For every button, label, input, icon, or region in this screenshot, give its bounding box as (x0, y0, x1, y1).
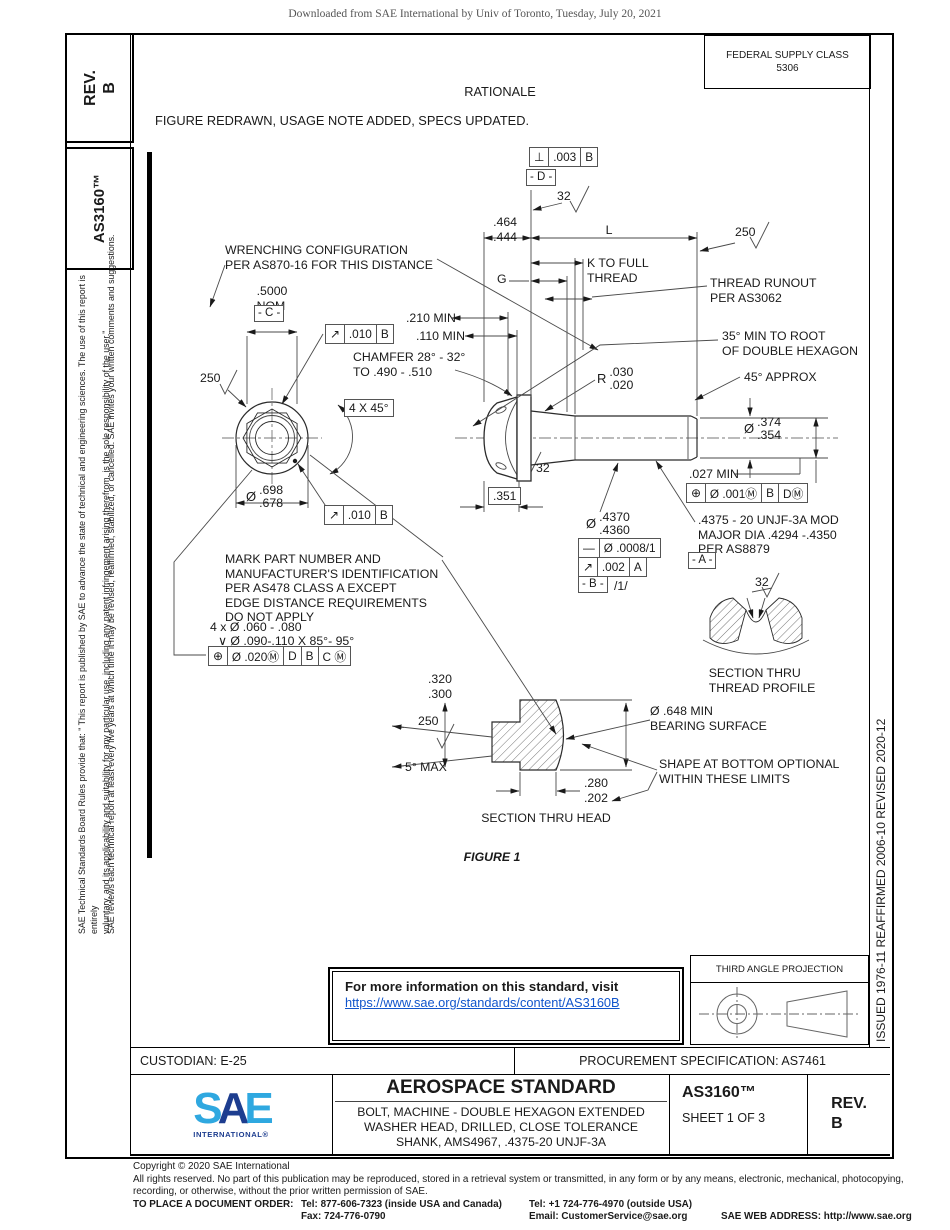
left-column-divider (130, 33, 131, 1155)
figure-label: ∨ Ø .090-.110 X 85°- 95° (218, 634, 355, 648)
figure-label: 5° MAX (405, 760, 447, 774)
tel-inside: Tel: 877-606-7323 (inside USA and Canada… (301, 1198, 502, 1210)
projection-symbol-icon (699, 987, 861, 1041)
figure-label: 35° MIN TO ROOT OF DOUBLE HEXAGON (722, 329, 858, 358)
logo-letter-s: S (193, 1084, 222, 1133)
doc-number-box: AS3160™ (65, 147, 134, 270)
figure-label: /1/ (614, 579, 628, 593)
logo-letter-a: A (217, 1084, 250, 1133)
figure-label: THREAD RUNOUT PER AS3062 (710, 276, 817, 305)
email-address: Email: CustomerService@sae.org (529, 1211, 688, 1223)
figure-annotations: WRENCHING CONFIGURATION PER AS870-16 FOR… (200, 147, 858, 864)
figure-label: 32 (536, 461, 550, 475)
tel-outside: Tel: +1 724-776-4970 (outside USA) (529, 1198, 693, 1210)
datum-flag: - C - (254, 305, 285, 322)
rights-line-2: recording, or otherwise, without the pri… (133, 1186, 428, 1198)
figure-label: Ø .648 MIN BEARING SURFACE (650, 704, 767, 733)
info-box-text: For more information on this standard, v… (345, 979, 619, 994)
figure-label: L (605, 223, 613, 237)
stacked-dimension: R.030 .020 (597, 365, 634, 392)
download-note: Downloaded from SAE International by Uni… (288, 8, 662, 20)
stacked-dimension: Ø.698 .678 (246, 483, 284, 510)
change-bar (147, 152, 152, 858)
rev-cell: REV. B (831, 1095, 867, 1132)
sheet-number: SHEET 1 OF 3 (682, 1111, 766, 1125)
figure-label: 250 (735, 225, 756, 239)
rationale-text: FIGURE REDRAWN, USAGE NOTE ADDED, SPECS … (155, 113, 530, 128)
doc-title-lines: BOLT, MACHINE - DOUBLE HEXAGON EXTENDED … (357, 1105, 645, 1150)
fax-number: Fax: 724-776-0790 (301, 1211, 386, 1223)
figure-label: K TO FULL THREAD (587, 256, 649, 285)
doc-type-title: AEROSPACE STANDARD (335, 1077, 667, 1102)
figure-label: 250 (200, 371, 221, 385)
boxed-dimension: .351 (488, 487, 522, 505)
custodian-row: CUSTODIAN: E-25 PROCUREMENT SPECIFICATIO… (130, 1047, 890, 1075)
figure-label: .210 MIN (406, 311, 456, 325)
figure-label: 250 (418, 714, 439, 728)
order-label: TO PLACE A DOCUMENT ORDER: (133, 1198, 294, 1210)
figure-label: 32 (755, 575, 769, 589)
fsc-code: 5306 (776, 63, 799, 74)
figure-label: .280 .202 (584, 776, 608, 805)
title-block: SAE INTERNATIONAL® AEROSPACE STANDARD BO… (130, 1074, 890, 1156)
third-angle-projection-box: THIRD ANGLE PROJECTION (690, 955, 869, 1045)
web-address: SAE WEB ADDRESS: http://www.sae.org (721, 1211, 912, 1223)
datum-flag: - D - (526, 169, 557, 186)
stacked-dimension: Ø.4370 .4360 (586, 510, 630, 537)
logo-letter-e: E (244, 1084, 273, 1133)
right-strip-divider (869, 33, 870, 1047)
figure-label: G (497, 272, 507, 286)
sae-logo: SAE INTERNATIONAL® (130, 1074, 333, 1154)
projection-label: THIRD ANGLE PROJECTION (691, 956, 868, 983)
figure-label: 32 (557, 189, 571, 203)
figure-label: .110 MIN (416, 329, 465, 343)
figure-label: WRENCHING CONFIGURATION PER AS870-16 FOR… (225, 243, 433, 272)
copyright-line: Copyright © 2020 SAE International (133, 1161, 290, 1172)
logo-subtitle: INTERNATIONAL® (193, 1130, 269, 1139)
fsc-label: FEDERAL SUPPLY CLASS (726, 50, 849, 61)
figure-label: .464 .444 (493, 215, 517, 244)
datum-flag: - A - (688, 552, 717, 569)
figure-label: MARK PART NUMBER AND MANUFACTURER'S IDEN… (225, 552, 439, 625)
doc-number-value: AS3160™ (682, 1084, 756, 1101)
info-box: For more information on this standard, v… (328, 967, 684, 1045)
stacked-dimension: Ø.374 .354 (744, 415, 782, 442)
figure-label: FIGURE 1 (463, 850, 521, 864)
figure-label: SECTION THRU HEAD (481, 811, 611, 825)
standard-link[interactable]: https://www.sae.org/standards/content/AS… (345, 995, 620, 1010)
figure-label: 45° APPROX (744, 370, 817, 384)
figure-label: 4 x Ø .060 - .080 (210, 620, 302, 634)
doc-number-cell: AS3160™ SHEET 1 OF 3 (670, 1074, 808, 1154)
figure-label: .027 MIN (689, 467, 739, 481)
figure-label: SECTION THRU THREAD PROFILE (708, 666, 816, 695)
footer: Copyright © 2020 SAE International All r… (133, 1161, 945, 1224)
figure-label: .320 .300 (428, 672, 452, 701)
rev-box: REV. B (65, 33, 134, 143)
datum-flag: - B - (578, 576, 608, 593)
rights-line-1: All rights reserved. No part of this pub… (133, 1173, 904, 1185)
boxed-dimension: 4 X 45° (344, 399, 394, 417)
custodian-cell: CUSTODIAN: E-25 (130, 1048, 515, 1074)
title-cell: AEROSPACE STANDARD BOLT, MACHINE - DOUBL… (333, 1074, 670, 1154)
rationale-title: RATIONALE (464, 84, 536, 99)
figure-label: CHAMFER 28° - 32° TO .490 - .510 (353, 350, 466, 379)
federal-supply-class-box: FEDERAL SUPPLY CLASS 5306 (704, 35, 871, 89)
procurement-cell: PROCUREMENT SPECIFICATION: AS7461 (579, 1054, 826, 1068)
feature-control-frame: —Ø .0008/1 (578, 538, 661, 558)
figure-label: .4375 - 20 UNJF-3A MOD MAJOR DIA .4294 -… (698, 513, 839, 557)
sheet-frame (65, 33, 894, 1159)
figure-label: SHAPE AT BOTTOM OPTIONAL WITHIN THESE LI… (659, 757, 840, 786)
